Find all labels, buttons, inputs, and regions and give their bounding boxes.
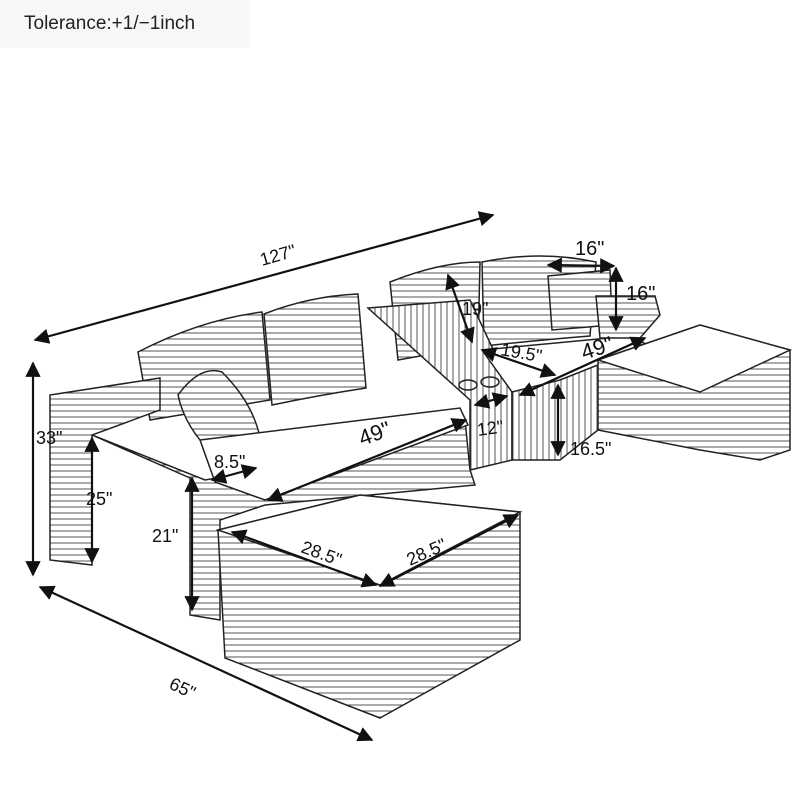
label-total-width: 127" [258, 241, 299, 270]
cup-holder-1 [458, 379, 478, 391]
label-total-depth: 65" [166, 673, 198, 702]
label-back-cushion-height: 19" [462, 299, 488, 319]
label-back-cushion-width: 16" [575, 238, 604, 260]
dim-line-back-width [546, 257, 616, 274]
dim-line-seat-width-right [518, 336, 647, 397]
label-arm-width: 8.5" [214, 452, 245, 472]
label-seat-height: 21" [152, 526, 178, 546]
dim-line-arm-width [210, 464, 258, 484]
label-height: 33" [36, 428, 62, 448]
dim-line-console-width [473, 392, 509, 409]
label-arm-height: 25" [86, 489, 112, 509]
dim-line-ottoman-depth [230, 529, 378, 588]
dim-line-ottoman-width [378, 514, 520, 587]
label-back-cushion-depth: 16" [626, 283, 655, 305]
dim-line-back-height [445, 273, 475, 344]
sofa-body [49, 255, 793, 719]
dim-line-total-depth [38, 585, 374, 742]
dim-line-seat-width-left [266, 418, 468, 502]
tolerance-text: Tolerance:+1/−1inch [24, 13, 196, 34]
label-console-width: 12" [476, 416, 505, 439]
dim-line-total-width [33, 211, 495, 344]
label-seat-height-right: 16.5" [570, 439, 611, 459]
back-cushion-2 [263, 293, 367, 406]
left-arm [49, 377, 161, 566]
tolerance-note: Tolerance:+1/−1inch [0, 0, 250, 48]
dimension-lines [25, 211, 647, 742]
